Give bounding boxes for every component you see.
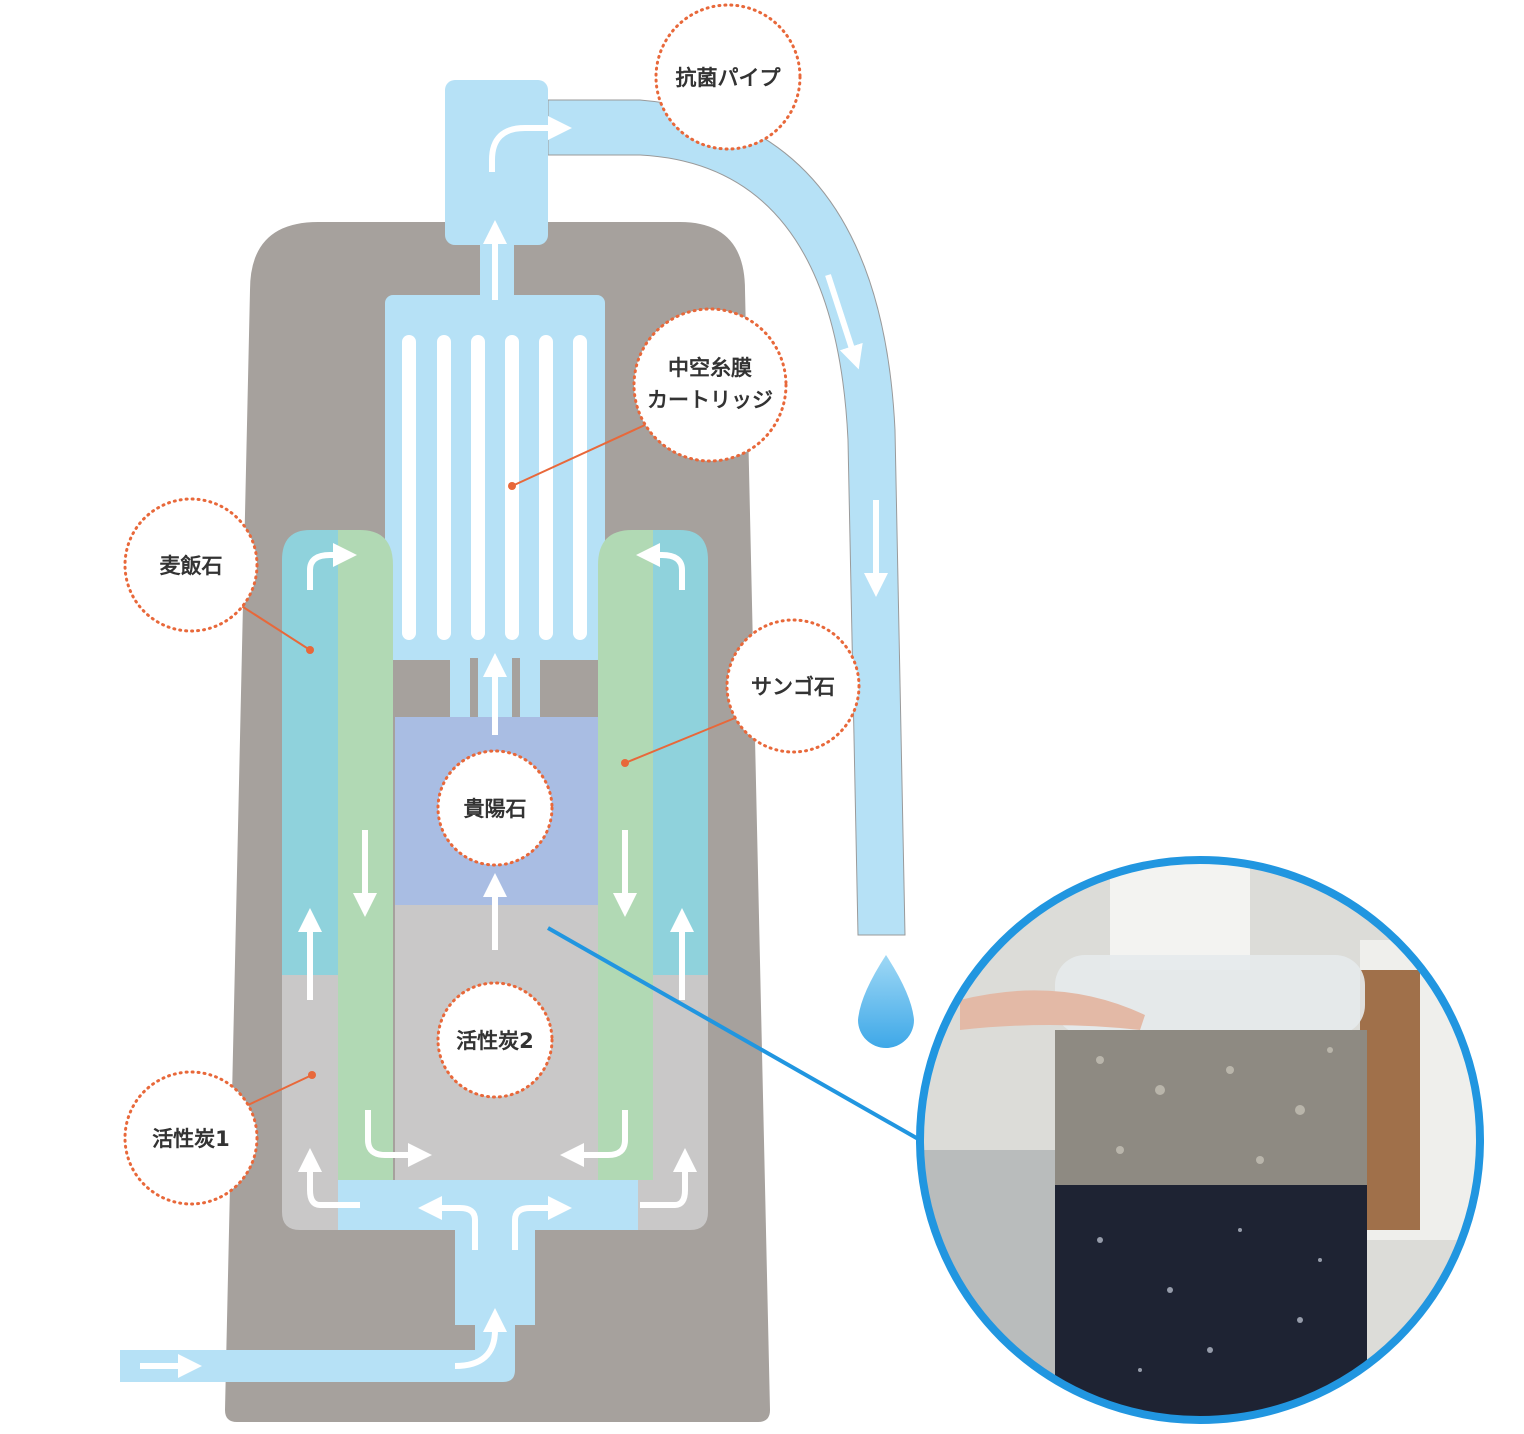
label-kiyoseki: 貴陽石: [436, 749, 554, 867]
svg-text:麦飯石: 麦飯石: [160, 554, 223, 578]
bakuhanseki-layer: [282, 530, 338, 975]
label-activated-carbon-2: 活性炭2: [436, 981, 554, 1099]
label-activated-carbon-1: 活性炭1: [123, 1070, 259, 1206]
bakuhanseki-layer-right: [653, 530, 708, 975]
label-coral-stone: サンゴ石: [725, 618, 861, 754]
outlet-head: [445, 80, 548, 245]
svg-text:中空糸膜: 中空糸膜: [668, 356, 752, 380]
water-drop-icon: [858, 955, 914, 1048]
photo-connector-line: [547, 926, 921, 1142]
svg-text:サンゴ石: サンゴ石: [751, 675, 835, 699]
svg-text:抗菌パイプ: 抗菌パイプ: [676, 66, 782, 90]
label-antibacterial-pipe: 抗菌パイプ: [654, 3, 802, 151]
svg-text:活性炭1: 活性炭1: [152, 1127, 230, 1151]
label-bakuhanseki: 麦飯石: [123, 497, 259, 633]
label-hollow-fiber-cartridge: 中空糸膜 カートリッジ: [632, 307, 788, 463]
photo-ring: [916, 856, 1484, 1424]
hollow-fiber-cartridge: [385, 295, 605, 660]
cartridge-photo: [920, 860, 1480, 1420]
svg-text:カートリッジ: カートリッジ: [647, 388, 773, 412]
bottom-channel: [338, 1180, 638, 1230]
svg-text:貴陽石: 貴陽石: [464, 797, 527, 821]
inlet-pipe: [120, 1320, 515, 1382]
svg-text:活性炭2: 活性炭2: [456, 1029, 534, 1053]
flow-arrows: [140, 116, 888, 1378]
